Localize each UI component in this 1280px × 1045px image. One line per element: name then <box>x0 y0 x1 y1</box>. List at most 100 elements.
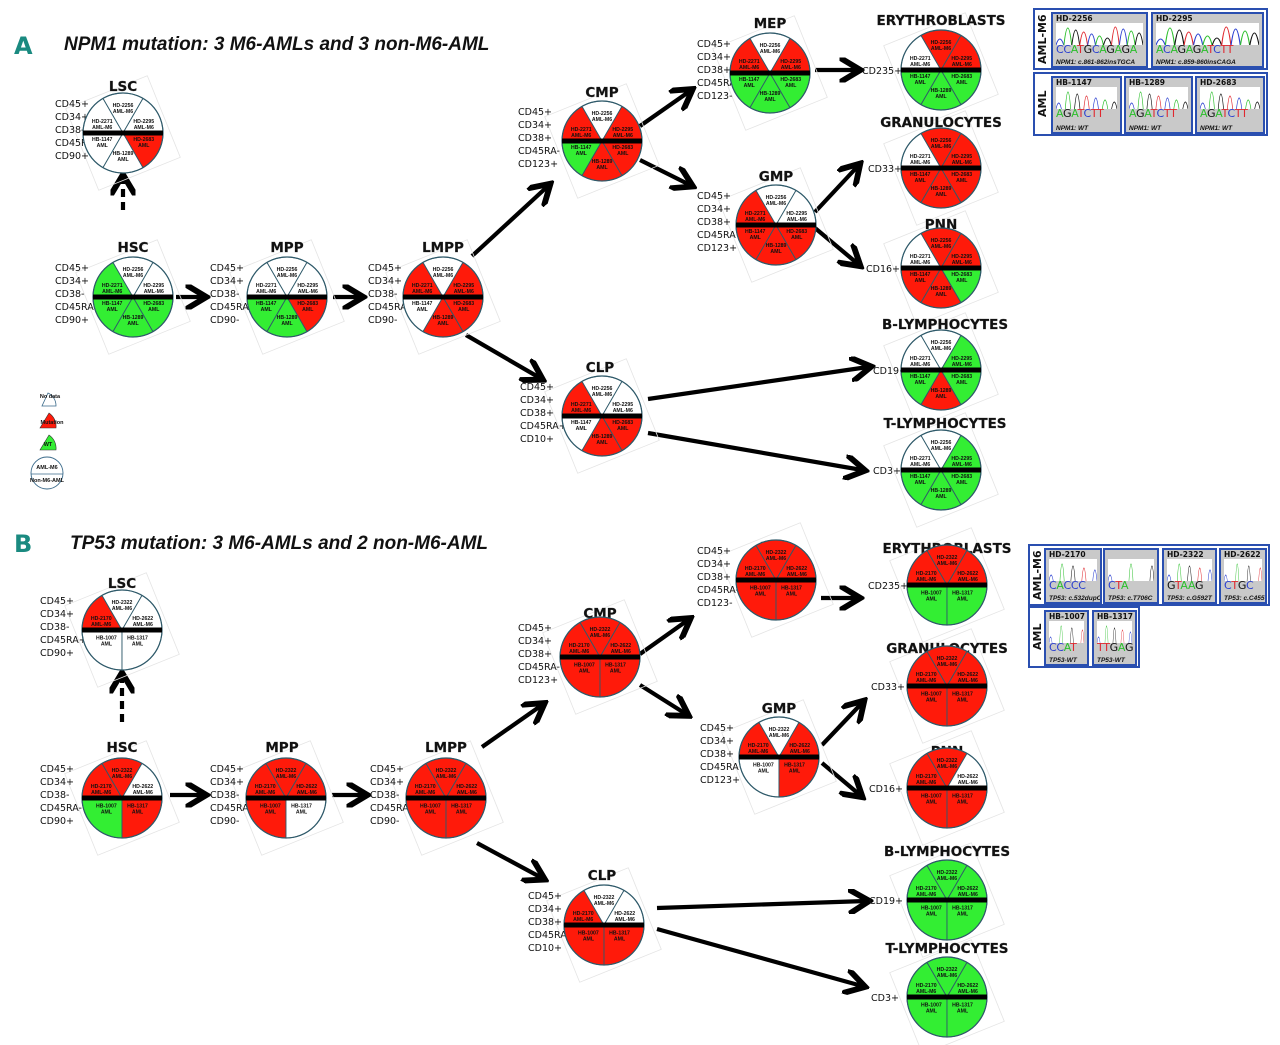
marker: CD123+ <box>700 775 740 786</box>
marker: CD45+ <box>40 596 74 607</box>
marker-list: CD45+CD34+CD38+CD45RA-CD123+ <box>518 623 560 686</box>
marker: CD38- <box>55 289 84 300</box>
mutation-annotation: TP53: c.532dupC <box>1049 595 1102 602</box>
marker-list: CD45+CD34+CD38-CD45RA+CD90- <box>370 764 417 827</box>
node-backdrop <box>718 522 834 638</box>
marker-list: CD19+ <box>873 366 907 377</box>
legend-upper-text: AML-M6 <box>36 465 57 471</box>
node-title: LMPP <box>425 740 467 756</box>
marker: CD45RA- <box>40 803 82 814</box>
node-backdrop <box>229 239 345 355</box>
arrow <box>470 186 548 258</box>
marker: CD38- <box>55 125 84 136</box>
base-sequence: AGATCTT <box>1200 107 1248 120</box>
legend-split-circle: AML-M6 Non-M6-AML <box>30 456 65 490</box>
marker-list: CD45+CD34+CD38+CD45RA-CD123+ <box>518 107 560 170</box>
marker: CD34+ <box>518 636 552 647</box>
node-title: B-LYMPHOCYTES <box>882 317 1008 333</box>
legend-wt-text: WT <box>44 442 53 448</box>
marker: CD34+ <box>520 395 554 406</box>
marker: CD123- <box>697 598 733 609</box>
marker: CD45+ <box>210 263 244 274</box>
node-backdrop <box>883 12 999 128</box>
node-backdrop <box>546 867 662 983</box>
marker: CD38+ <box>697 217 731 228</box>
node-title: GMP <box>759 169 794 185</box>
marker-list: CD235+ <box>862 66 902 77</box>
marker: CD33+ <box>871 682 905 693</box>
marker: CD3+ <box>873 466 901 477</box>
sample-id: HD-2622 <box>1224 550 1261 559</box>
marker: CD45RA- <box>697 585 739 596</box>
marker-list: CD45+CD34+CD38+CD45RA+CD123+ <box>697 191 744 254</box>
marker: CD45RA- <box>518 146 560 157</box>
marker: CD45RA- <box>697 78 739 89</box>
marker-list: CD45+CD34+CD38+CD45RA+CD123+ <box>700 723 747 786</box>
node-ery: ERYTHROBLASTSCD235+HD-2170AML-M6HD-2322A… <box>868 527 1012 643</box>
marker: CD123+ <box>518 675 558 686</box>
marker: CD45RA- <box>518 662 560 673</box>
sample-id: HB-1007 <box>1049 612 1085 621</box>
marker: CD90- <box>210 816 239 827</box>
marker-list: CD45+CD34+CD38-CD45RA+CD90+ <box>55 99 102 162</box>
marker: CD34+ <box>697 204 731 215</box>
marker: CD45+ <box>697 546 731 557</box>
marker: CD45+ <box>368 263 402 274</box>
marker: CD34+ <box>210 777 244 788</box>
marker: CD38+ <box>697 572 731 583</box>
sample-id: HD-2170 <box>1049 550 1086 559</box>
node-title: LSC <box>108 576 136 592</box>
arrow <box>647 430 862 470</box>
